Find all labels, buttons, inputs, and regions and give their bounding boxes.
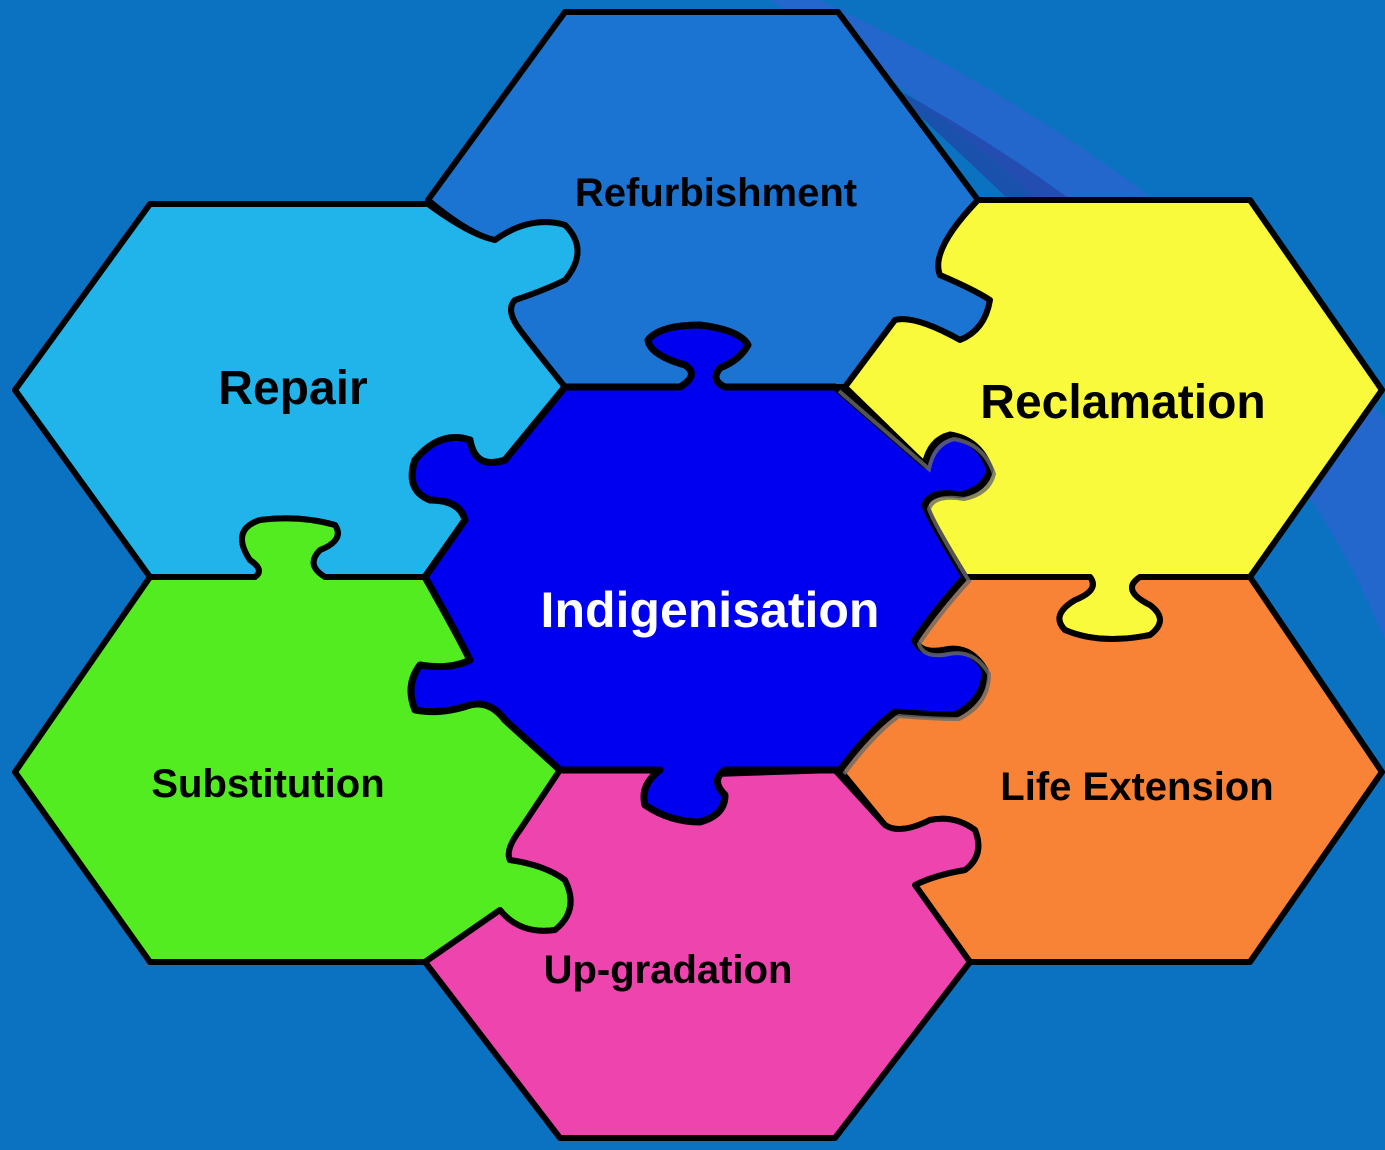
piece-reclamation-label: Reclamation [980,376,1265,429]
piece-substitution-label: Substitution [151,762,384,806]
piece-indigenisation-shadow [837,389,997,776]
piece-indigenisation: Indigenisation [407,321,997,826]
piece-life-extension-label: Life Extension [1000,765,1273,809]
piece-refurbishment-label: Refurbishment [575,171,857,215]
piece-indigenisation-shape [407,321,994,826]
piece-up-gradation-label: Up-gradation [544,948,793,992]
piece-indigenisation-label: Indigenisation [541,582,880,638]
piece-repair-label: Repair [218,362,367,415]
